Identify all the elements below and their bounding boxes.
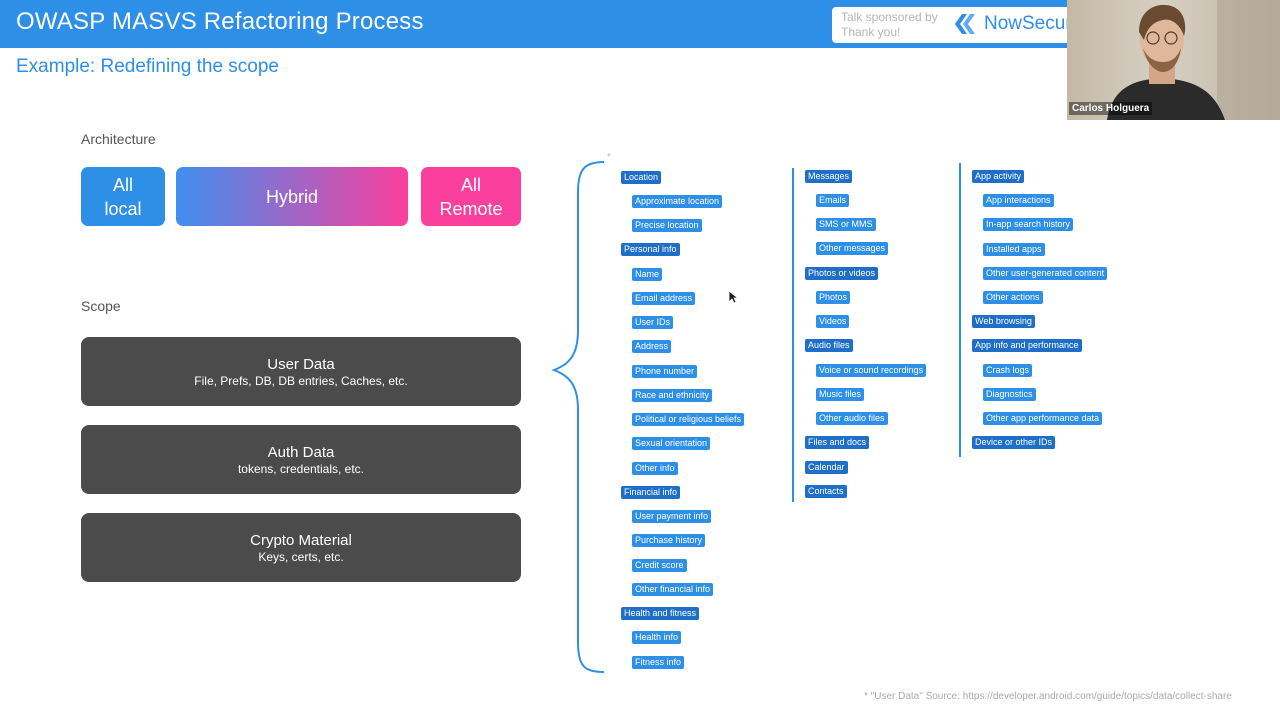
asterisk-marker: *	[607, 152, 611, 163]
data-type-tag: App interactions	[983, 194, 1054, 208]
architecture-label: Architecture	[81, 131, 156, 147]
arch-all-remote: All Remote	[421, 167, 521, 226]
sponsor-line-2: Thank you!	[841, 25, 901, 39]
sponsor-name: NowSecure	[984, 13, 1083, 34]
data-type-tag: Approximate location	[632, 194, 723, 208]
column-divider	[959, 163, 961, 457]
scope-crypto-material: Crypto Material Keys, certs, etc.	[81, 513, 521, 582]
data-type-tag: Other actions	[983, 291, 1043, 304]
footnote: * "User Data" Source: https://developer.…	[864, 691, 1232, 702]
presentation-title: OWASP MASVS Refactoring Process	[16, 8, 424, 35]
data-type-tag: Crash logs	[983, 363, 1033, 377]
column-divider	[792, 168, 794, 502]
data-type-tag: Purchase history	[632, 534, 706, 548]
data-type-tag: Other financial info	[632, 582, 714, 596]
data-type-tag: SMS or MMS	[816, 218, 876, 231]
arch-all-local: All local	[81, 167, 165, 226]
data-type-tag: Sexual orientation	[632, 437, 711, 451]
data-type-tag: Address	[632, 340, 672, 354]
data-type-tag: Music files	[816, 387, 865, 401]
data-type-tag: Voice or sound recordings	[816, 363, 927, 377]
data-category-tag: Financial info	[621, 485, 681, 499]
data-type-tag: In-app search history	[983, 218, 1074, 232]
data-category-tag: App activity	[972, 170, 1025, 183]
curly-brace	[551, 161, 605, 673]
data-type-tag: Political or religious beliefs	[632, 413, 745, 426]
data-type-tag: Other messages	[816, 242, 889, 256]
data-type-tag: Credit score	[632, 558, 687, 572]
data-type-tag: Precise location	[632, 219, 702, 232]
slide-subtitle: Example: Redefining the scope	[16, 56, 279, 77]
sponsor-badge: Talk sponsored by Thank you! NowSecure	[832, 7, 1082, 43]
arch-hybrid: Hybrid	[176, 167, 408, 226]
data-type-tag: Videos	[816, 315, 850, 328]
data-category-tag: Personal info	[621, 243, 680, 257]
data-type-tag: Photos	[816, 290, 851, 304]
data-category-tag: Photos or videos	[805, 266, 879, 280]
data-type-tag: Other info	[632, 461, 678, 475]
data-type-tag: Other audio files	[816, 412, 888, 425]
data-category-tag: Messages	[805, 169, 853, 183]
data-type-tag: Emails	[816, 193, 850, 207]
data-type-tag: Email address	[632, 291, 696, 305]
nowsecure-logo-icon	[955, 14, 975, 34]
data-category-tag: Files and docs	[805, 436, 870, 450]
data-type-tag: Phone number	[632, 364, 698, 378]
data-category-tag: Contacts	[805, 484, 847, 498]
data-type-tag: Name	[632, 267, 663, 281]
data-type-tag: Race and ethnicity	[632, 388, 713, 402]
data-category-tag: Location	[621, 170, 662, 184]
data-type-tag: Other app performance data	[983, 412, 1103, 425]
data-type-tag: Fitness info	[632, 655, 685, 669]
data-type-tag: Health info	[632, 631, 682, 645]
data-type-tag: User IDs	[632, 316, 674, 329]
speaker-name: Carlos Holguera	[1069, 102, 1153, 115]
data-category-tag: App info and performance	[972, 339, 1082, 353]
scope-auth-data: Auth Data tokens, credentials, etc.	[81, 425, 521, 494]
data-type-tag: Diagnostics	[983, 387, 1036, 401]
data-category-tag: Health and fitness	[621, 607, 700, 620]
scope-label: Scope	[81, 298, 121, 314]
data-category-tag: Audio files	[805, 339, 853, 353]
speaker-avatar	[1107, 0, 1280, 120]
data-category-tag: Web browsing	[972, 315, 1035, 329]
mouse-cursor-icon	[728, 290, 738, 304]
data-category-tag: Calendar	[805, 460, 848, 474]
data-category-tag: Device or other IDs	[972, 436, 1056, 450]
data-type-tag: Installed apps	[983, 242, 1045, 256]
webcam-video: Carlos Holguera	[1067, 0, 1280, 120]
data-type-tag: User payment info	[632, 510, 712, 523]
scope-user-data: User Data File, Prefs, DB, DB entries, C…	[81, 337, 521, 406]
data-type-tag: Other user-generated content	[983, 266, 1108, 280]
sponsor-line-1: Talk sponsored by	[841, 10, 938, 24]
